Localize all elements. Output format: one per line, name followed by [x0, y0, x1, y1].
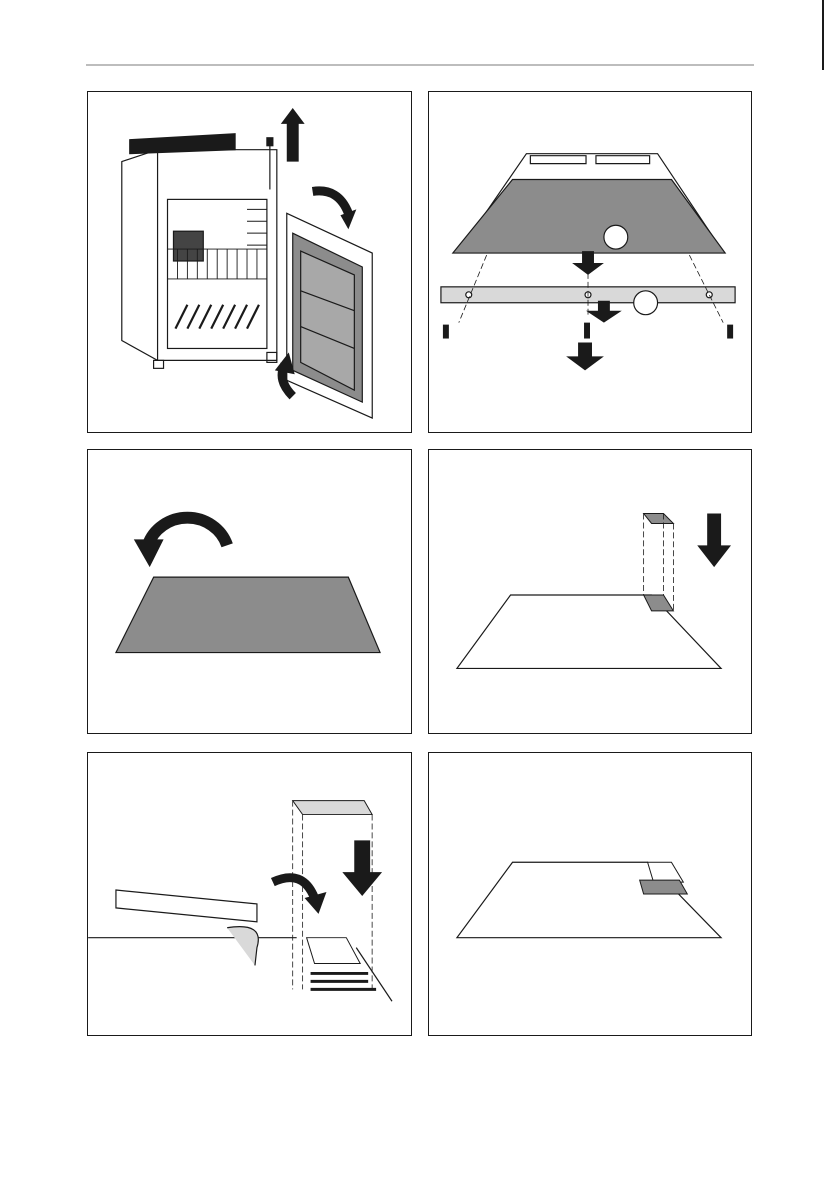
arrow-down-icon [697, 514, 731, 568]
fridge-door-removal-figure [87, 91, 412, 433]
adhesive-tape-application-figure [87, 752, 412, 1036]
page-edge-mark [822, 0, 824, 70]
curved-arrow-icon [134, 539, 164, 567]
arrow-up-icon [281, 108, 305, 162]
curved-arrow-icon [305, 892, 327, 914]
corner-clip-placement-figure [428, 449, 752, 734]
header-rule [86, 64, 754, 66]
door-panel-rail-removal-figure [428, 91, 752, 433]
flip-illustration [88, 450, 411, 733]
finished-panel-figure [428, 752, 752, 1036]
door-panel-illustration [429, 92, 751, 432]
fridge-illustration [88, 92, 411, 432]
clip-illustration [429, 450, 751, 733]
panel-flip-figure [87, 449, 412, 734]
screw-icon [443, 323, 733, 339]
arrow-down-icon [566, 251, 622, 370]
finished-illustration [429, 753, 751, 1035]
arrow-down-icon [342, 840, 382, 896]
tape-illustration [88, 753, 411, 1035]
curved-arrow-icon [340, 209, 356, 229]
